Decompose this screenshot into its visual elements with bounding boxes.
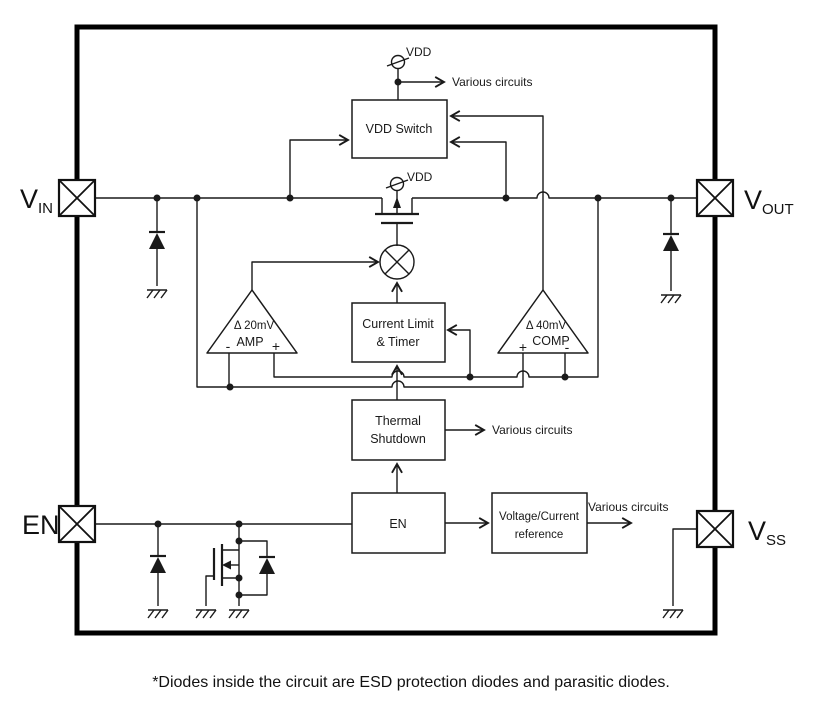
vdd-top-label: VDD <box>406 45 432 59</box>
amp-offset-label: Δ 20mV <box>234 320 275 332</box>
vin-pin-label: VIN <box>20 184 53 217</box>
vout-esd-diode <box>660 198 682 304</box>
comp-minus-sign: - <box>565 339 570 355</box>
comp-plus-sign: + <box>519 339 527 355</box>
comp-label: COMP <box>532 334 570 348</box>
vdd-bulk-terminal: VDD <box>385 170 433 192</box>
amp-label: AMP <box>236 335 263 349</box>
amp-minus-sign: - <box>226 338 231 354</box>
current-limit-label-1: Current Limit <box>362 317 434 331</box>
thermal-label-1: Thermal <box>375 414 421 428</box>
en-esd-diode <box>147 524 169 619</box>
various-circuits-top-label: Various circuits <box>452 75 532 89</box>
comp-offset-label: Δ 40mV <box>526 320 567 332</box>
vout-pad-icon <box>695 178 735 218</box>
en-pad-icon <box>57 504 97 544</box>
gate-driver-icon <box>251 244 415 303</box>
chip-border <box>74 24 718 636</box>
thermal-label-2: Shutdown <box>370 432 426 446</box>
vdd-bulk-label: VDD <box>407 170 433 184</box>
en-pin-label: EN <box>22 510 60 540</box>
vdd-switch-label: VDD Switch <box>366 122 433 136</box>
block-vdd-switch: VDD Switch <box>289 99 544 291</box>
comp-comparator: Δ 40mV COMP + - <box>497 289 589 355</box>
block-thermal-shutdown: Thermal Shutdown Various circuits <box>351 364 572 461</box>
amp-plus-sign: + <box>272 338 280 354</box>
current-limit-label-2: & Timer <box>376 335 419 349</box>
pass-fet-icon <box>375 191 419 246</box>
reference-label-1: Voltage/Current <box>499 511 580 523</box>
en-block-label: EN <box>389 517 406 531</box>
vout-pin-label: VOUT <box>744 185 794 218</box>
en-clamp-nmos-icon <box>195 524 250 619</box>
reference-label-2: reference <box>515 529 564 541</box>
block-en: EN <box>95 462 446 554</box>
vss-pad-icon <box>695 509 735 549</box>
footnote-caption: *Diodes inside the circuit are ESD prote… <box>152 674 670 691</box>
various-circuits-thermal-label: Various circuits <box>492 423 572 437</box>
block-reference: Voltage/Current reference Various circui… <box>445 492 668 554</box>
vss-pin-label: VSS <box>748 516 786 549</box>
amp-comparator: Δ 20mV AMP - + <box>206 289 298 354</box>
vin-esd-diode <box>146 198 168 299</box>
vdd-top-terminal: VDD Various circuits <box>386 45 532 100</box>
vin-pad-icon <box>57 178 97 218</box>
various-circuits-reference-label: Various circuits <box>588 500 668 514</box>
en-parasitic-diode <box>239 540 277 596</box>
block-current-limit: Current Limit & Timer <box>351 302 471 377</box>
vss-ground-wire <box>662 528 697 619</box>
